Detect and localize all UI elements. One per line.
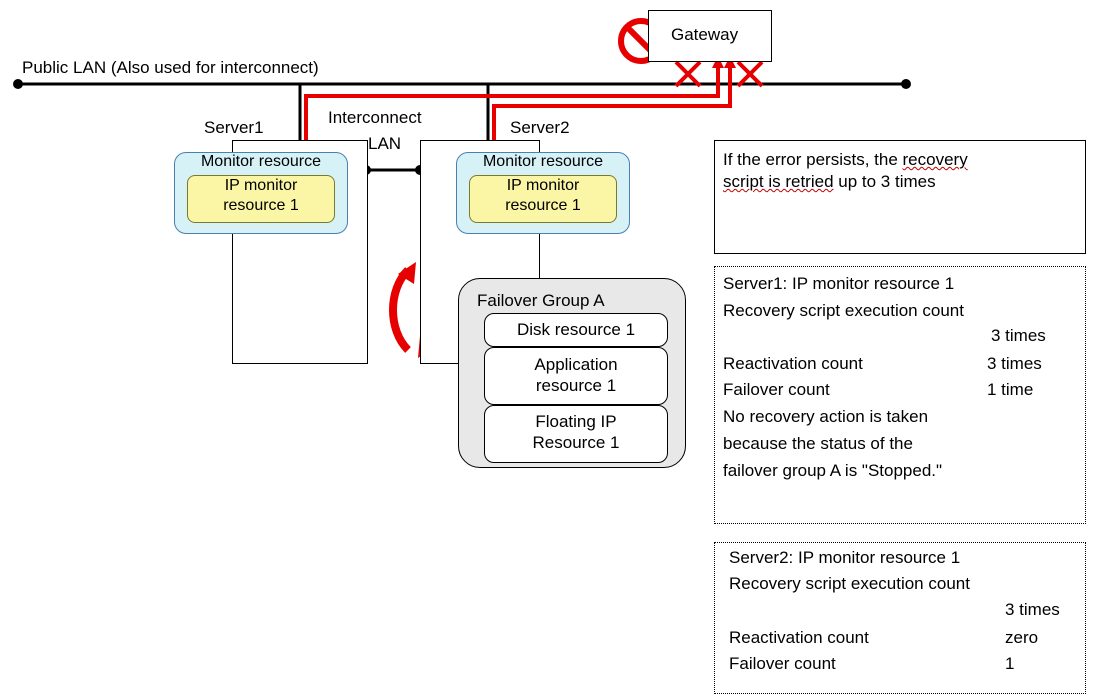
gateway-label: Gateway: [671, 25, 739, 44]
server1-failover-value: 1 time: [987, 380, 1034, 399]
retry-note-prefix: If the error persists, the: [723, 150, 903, 169]
server2-ip-monitor-line1: IP monitor: [506, 177, 580, 194]
server2-label: Server2: [510, 118, 570, 137]
server2-recovery-value: 3 times: [1005, 600, 1060, 619]
server1-ping-path: [304, 66, 720, 140]
server1-label: Server1: [204, 118, 264, 137]
server2-failover-label: Failover count: [729, 654, 836, 673]
server2-reactivation-label: Reactivation count: [729, 628, 869, 647]
server2-panel-title: Server2: IP monitor resource 1: [729, 548, 961, 567]
server1-note-line2: because the status of the: [723, 434, 913, 453]
server2-ip-monitor: IP monitor resource 1: [469, 175, 617, 223]
interconnect-label-line2: LAN: [368, 134, 402, 153]
floating-ip-line2: Resource 1: [532, 433, 620, 452]
x-mark-2: [736, 60, 764, 88]
interconnect-label-line1: Interconnect: [328, 108, 422, 127]
disk-resource-label: Disk resource 1: [516, 320, 636, 339]
server1-ip-monitor-line2: resource 1: [223, 197, 299, 214]
retry-note-suffix: up to 3 times: [833, 172, 936, 191]
server1-ip-monitor-line1: IP monitor: [224, 177, 298, 194]
server2-ping-path: [492, 66, 732, 140]
server2-count-panel: Server2: IP monitor resource 1 Recovery …: [714, 542, 1086, 694]
server1-recovery-value: 3 times: [991, 326, 1046, 345]
server1-monitor-title: Monitor resource: [200, 153, 322, 170]
arrowhead-server1: [712, 56, 724, 68]
server2-monitor-title: Monitor resource: [482, 153, 604, 170]
retry-note-line1: If the error persists, the recovery: [723, 149, 968, 170]
server1-note-line1: No recovery action is taken: [723, 407, 929, 426]
application-resource-line2: resource 1: [535, 376, 617, 395]
retry-note-underlined-2: script is retried: [723, 172, 834, 191]
public-lan-label: Public LAN (Also used for interconnect): [22, 58, 319, 77]
arrowhead-server2: [724, 56, 736, 68]
retry-note-panel: If the error persists, the recovery scri…: [714, 140, 1086, 254]
server1-panel-title: Server1: IP monitor resource 1: [723, 274, 955, 293]
x-mark-1: [674, 60, 702, 88]
server1-reactivation-label: Reactivation count: [723, 354, 863, 373]
failover-group-title: Failover Group A: [477, 291, 605, 310]
server2-ip-monitor-line2: resource 1: [505, 197, 581, 214]
disk-resource: Disk resource 1: [484, 313, 668, 347]
server1-ip-monitor: IP monitor resource 1: [187, 175, 335, 223]
server2-monitor-resource: Monitor resource IP monitor resource 1: [456, 152, 630, 234]
server1-note-line3: failover group A is "Stopped.": [723, 461, 943, 480]
server1-reactivation-value: 3 times: [987, 354, 1042, 373]
application-resource-line1: Application: [534, 355, 618, 374]
server2-failover-value: 1: [1005, 654, 1015, 673]
lan-endpoint-right: [901, 79, 911, 89]
retry-note-underlined-1: recovery: [902, 150, 968, 169]
server1-monitor-resource: Monitor resource IP monitor resource 1: [174, 152, 348, 234]
application-resource: Application resource 1: [484, 347, 668, 405]
floating-ip-line1: Floating IP: [535, 412, 617, 431]
gateway-box: Gateway: [648, 10, 772, 62]
lan-endpoint-left: [13, 79, 23, 89]
server1-recovery-label: Recovery script execution count: [723, 301, 964, 320]
server2-recovery-label: Recovery script execution count: [729, 574, 970, 593]
retry-note-line2: script is retried up to 3 times: [723, 171, 936, 192]
floating-ip-resource: Floating IP Resource 1: [484, 405, 668, 463]
server1-count-panel: Server1: IP monitor resource 1 Recovery …: [714, 266, 1086, 524]
server2-reactivation-value: zero: [1005, 628, 1039, 647]
server1-failover-label: Failover count: [723, 380, 830, 399]
